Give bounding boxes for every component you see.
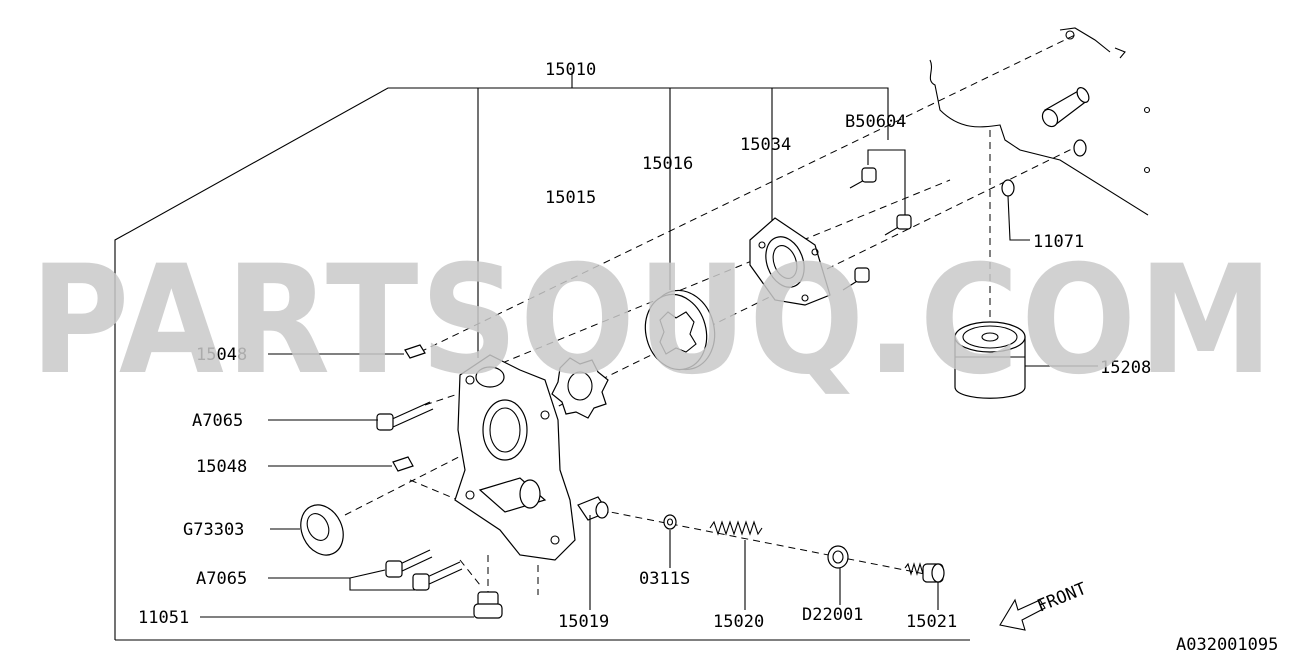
- assembly-bracket-frame: [114, 72, 970, 641]
- callout-a7065-lower: A7065: [196, 569, 247, 589]
- relief-valve-15019: [577, 496, 609, 521]
- gasket-d22001: [827, 545, 849, 569]
- callout-15048-upper: 15048: [196, 345, 247, 365]
- callout-11071: 11071: [1033, 232, 1084, 252]
- spring-15020: [709, 520, 763, 536]
- oil-seal-g73303: [300, 504, 344, 556]
- key-15048-lower: [392, 456, 414, 472]
- callout-g73303: G73303: [183, 520, 244, 540]
- drain-plug-11051: [473, 591, 503, 619]
- callout-15048-lower: 15048: [196, 457, 247, 477]
- callout-15208: 15208: [1100, 358, 1151, 378]
- callout-11051: 11051: [138, 608, 189, 628]
- pump-cover-15034: [749, 217, 831, 306]
- bolt-b50604-a: [849, 167, 877, 189]
- callout-d22001: D22001: [802, 605, 863, 625]
- callout-leaders: [200, 195, 1098, 618]
- callout-15034: 15034: [740, 135, 791, 155]
- callout-b50604: B50604: [845, 112, 906, 132]
- callout-a7065-upper: A7065: [192, 411, 243, 431]
- engine-block-outline: [929, 27, 1151, 216]
- callout-15021: 15021: [906, 612, 957, 632]
- oil-filter-15208: [954, 321, 1026, 399]
- watermark-text: PARTSOUQ.COM: [30, 234, 1275, 408]
- key-15048-upper: [404, 344, 426, 359]
- bolt-b50604-group: [842, 149, 912, 291]
- inner-rotor-15015: [551, 357, 609, 419]
- bolt-b50604-b: [884, 214, 912, 236]
- callout-15010: 15010: [545, 60, 596, 80]
- callout-15015: 15015: [545, 188, 596, 208]
- callout-15019: 15019: [558, 612, 609, 632]
- oil-pump-housing: [454, 354, 576, 561]
- bolt-b50604-c: [842, 267, 870, 291]
- washer-0311s: [663, 514, 677, 530]
- callout-0311s: 0311S: [639, 569, 690, 589]
- front-label: FRONT: [1034, 579, 1089, 617]
- bolt-a7065-lower: [385, 549, 463, 591]
- front-arrow-icon: [999, 598, 1046, 631]
- callout-15020: 15020: [713, 612, 764, 632]
- diagram-id: A032001095: [1176, 635, 1278, 653]
- plug-15021: [904, 562, 945, 583]
- outer-rotor-15016: [644, 289, 716, 371]
- callout-15016: 15016: [642, 154, 693, 174]
- bolt-a7065-upper: [376, 401, 434, 431]
